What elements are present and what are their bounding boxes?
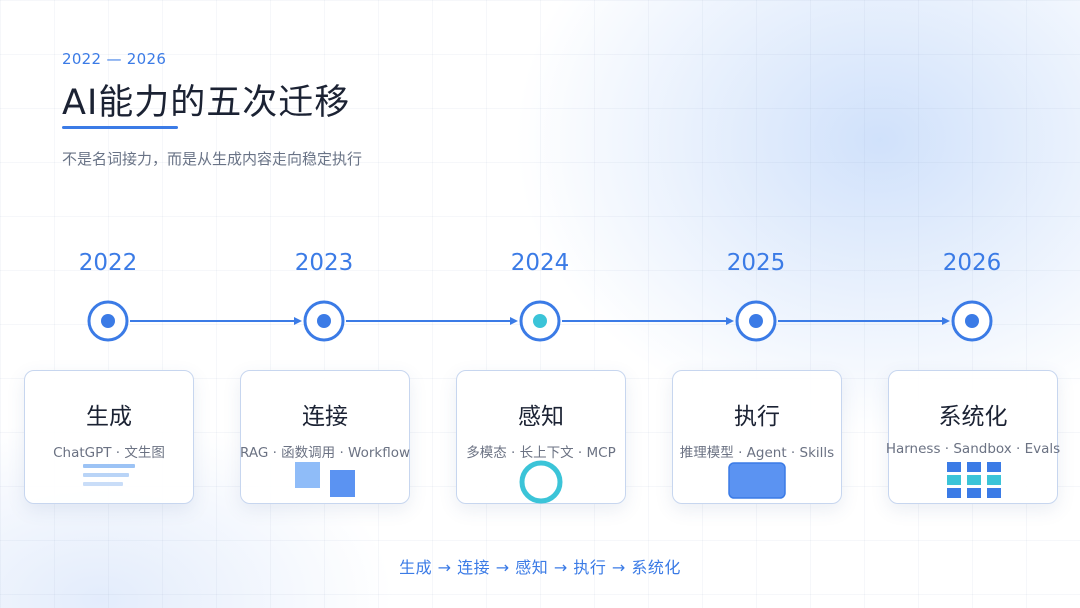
timeline-node-2022	[87, 300, 129, 342]
stage-title: 生成	[86, 404, 132, 430]
timeline-node-2024	[519, 300, 561, 342]
year-label-2022: 2022	[78, 250, 138, 276]
arrow-head-icon	[510, 317, 518, 325]
grid-icon	[945, 461, 1001, 505]
ring-icon	[517, 458, 565, 510]
arrow-head-icon	[726, 317, 734, 325]
stage-card-2024: 感知多模态 · 长上下文 · MCP	[456, 370, 626, 504]
stage-card-2026: 系统化 Harness · Sandbox · Evals	[886, 370, 1060, 505]
stage-title: 感知	[518, 404, 564, 430]
stage-description: ChatGPT · 文生图	[53, 445, 165, 461]
page-subtitle: 不是名词接力，而是从生成内容走向稳定执行	[62, 150, 363, 168]
stage-card-2023: 连接 RAG · 函数调用 · Workflow	[240, 370, 410, 504]
text-lines-icon	[81, 463, 137, 493]
stage-description: 推理模型 · Agent · Skills	[679, 445, 835, 461]
timeline-node-2023	[303, 300, 345, 342]
stage-description: RAG · 函数调用 · Workflow	[239, 445, 411, 461]
year-label-2025: 2025	[726, 250, 786, 276]
stage-title: 执行	[734, 404, 780, 430]
title-underline	[62, 126, 178, 129]
flow-summary: 生成 → 连接 → 感知 → 执行 → 系统化	[399, 558, 681, 577]
stage-card-2025: 执行推理模型 · Agent · Skills	[672, 370, 842, 504]
year-label-2023: 2023	[294, 250, 354, 276]
page-title: AI能力的五次迁移	[62, 83, 351, 123]
arrow-head-icon	[294, 317, 302, 325]
stage-description: Harness · Sandbox · Evals	[885, 441, 1061, 457]
arrow-head-icon	[942, 317, 950, 325]
panel-icon	[727, 461, 787, 505]
year-range: 2022 — 2026	[62, 50, 167, 68]
year-label-2026: 2026	[942, 250, 1002, 276]
stage-card-2022: 生成 ChatGPT · 文生图	[24, 370, 194, 504]
stage-description: 多模态 · 长上下文 · MCP	[466, 445, 616, 461]
stage-title: 连接	[302, 404, 348, 430]
timeline-node-2026	[951, 300, 993, 342]
timeline-node-2025	[735, 300, 777, 342]
linked-blocks-icon	[293, 461, 357, 503]
stage-title: 系统化	[938, 404, 1008, 430]
year-label-2024: 2024	[510, 250, 570, 276]
